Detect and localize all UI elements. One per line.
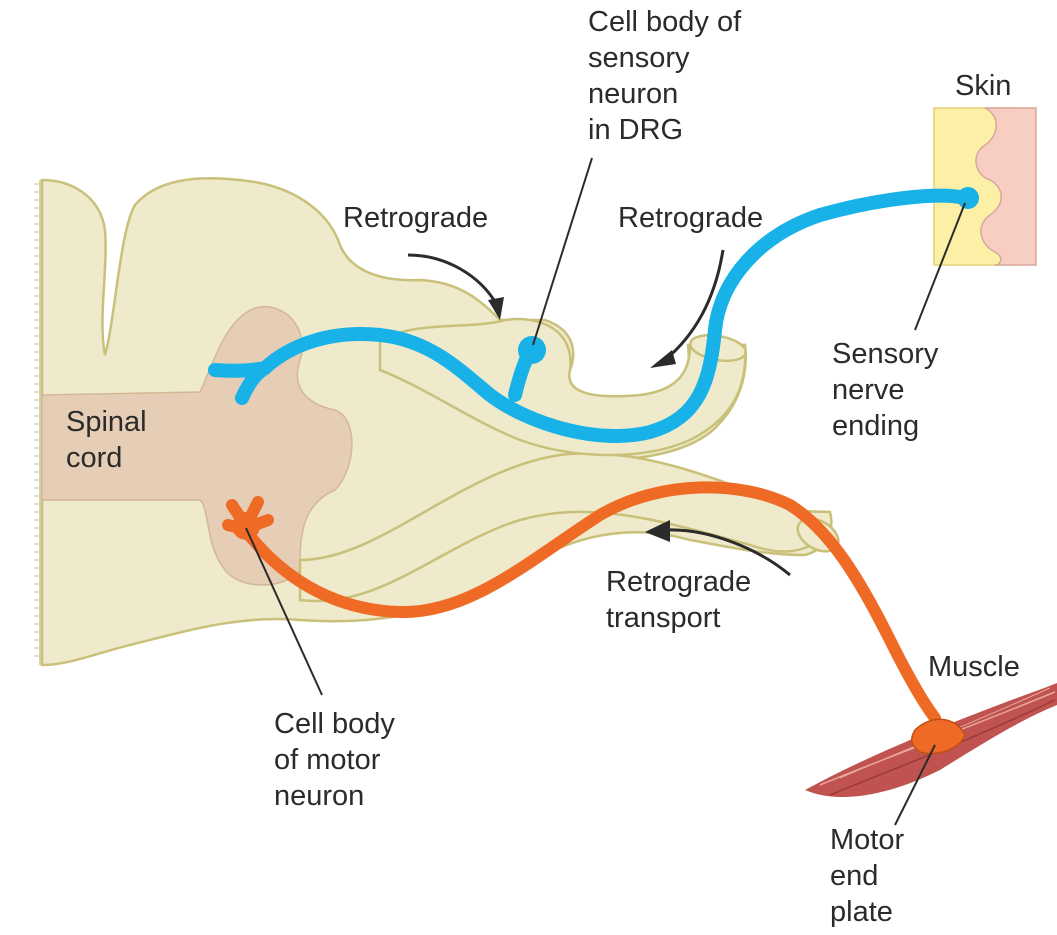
label-retrograde-dorsal: Retrograde xyxy=(343,200,488,236)
label-cell-body-sensory: Cell body of sensory neuron in DRG xyxy=(588,4,741,148)
label-muscle: Muscle xyxy=(928,649,1020,685)
label-skin: Skin xyxy=(955,68,1011,104)
label-spinal-cord: Spinal cord xyxy=(66,404,147,476)
label-retrograde-transport: Retrograde transport xyxy=(606,564,751,636)
label-motor-end-plate: Motor end plate xyxy=(830,822,904,930)
label-cell-body-motor: Cell body of motor neuron xyxy=(274,706,395,814)
label-retrograde-nerve: Retrograde xyxy=(618,200,763,236)
motor-cell-body xyxy=(232,512,260,540)
label-sensory-nerve-ending: Sensory nerve ending xyxy=(832,336,938,444)
sensory-nerve-ending-bulb xyxy=(957,187,979,209)
sensory-cell-body xyxy=(518,336,546,364)
